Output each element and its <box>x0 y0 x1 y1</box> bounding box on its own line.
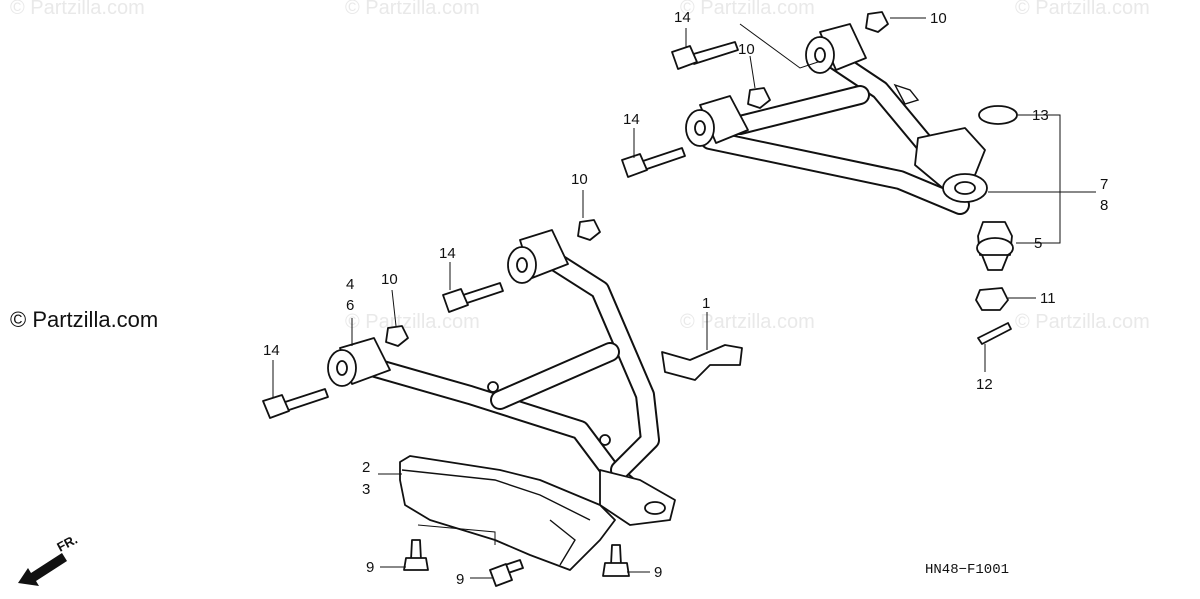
lower-arm-front-bushing <box>327 337 391 387</box>
callout-10: 10 <box>381 271 398 288</box>
bracket-part <box>661 344 743 381</box>
arm-guard <box>399 455 616 571</box>
callout-3: 3 <box>362 481 370 498</box>
bolt-14-d <box>262 388 329 419</box>
diagram-code: HN48−F1001 <box>925 562 1009 578</box>
leader-lines <box>272 17 1096 579</box>
ball-joint <box>976 221 1014 271</box>
brand-copyright: © Partzilla.com <box>10 307 158 332</box>
callout-12: 12 <box>976 376 993 393</box>
callout-2: 2 <box>362 459 370 476</box>
castle-nut <box>975 287 1009 311</box>
watermark-text: © Partzilla.com <box>680 0 815 19</box>
lower-arm <box>327 229 676 526</box>
upper-arm <box>685 23 988 215</box>
bolt-14-b <box>621 147 686 178</box>
watermark-text: © Partzilla.com <box>1015 311 1150 333</box>
callout-9: 9 <box>654 564 662 581</box>
nut-10 <box>385 11 889 347</box>
callout-1: 1 <box>702 295 710 312</box>
callout-8: 8 <box>1100 197 1108 214</box>
front-direction-arrow: FR. <box>18 532 80 586</box>
bolt-14-a <box>671 41 739 70</box>
callout-9: 9 <box>366 559 374 576</box>
watermark-layer: © Partzilla.com © Partzilla.com © Partzi… <box>10 0 1150 333</box>
callout-6: 6 <box>346 297 354 314</box>
callout-5: 5 <box>1034 235 1042 252</box>
watermark-text: © Partzilla.com <box>345 311 480 333</box>
direction-label: FR. <box>54 532 80 555</box>
watermark-text: © Partzilla.com <box>10 0 145 19</box>
callout-10: 10 <box>738 41 755 58</box>
lower-arm-rear-bushing <box>507 229 569 284</box>
callout-9: 9 <box>456 571 464 588</box>
upper-arm-front-bushing <box>685 95 749 147</box>
callout-13: 13 <box>1032 107 1049 124</box>
screw-9 <box>403 539 630 587</box>
callout-14: 14 <box>674 9 691 26</box>
callout-14: 14 <box>439 245 456 262</box>
circlip <box>978 105 1018 125</box>
callout-7: 7 <box>1100 176 1108 193</box>
callout-10: 10 <box>571 171 588 188</box>
callouts: 14 10 10 14 13 7 8 5 11 12 10 14 4 6 10 … <box>263 9 1108 588</box>
watermark-text: © Partzilla.com <box>680 311 815 333</box>
callout-11: 11 <box>1040 290 1056 307</box>
cotter-pin <box>977 322 1012 345</box>
watermark-text: © Partzilla.com <box>1015 0 1150 19</box>
bolt-14-c <box>442 282 504 313</box>
callout-4: 4 <box>346 276 354 293</box>
callout-14: 14 <box>263 342 280 359</box>
watermark-text: © Partzilla.com <box>345 0 480 19</box>
callout-14: 14 <box>623 111 640 128</box>
callout-10: 10 <box>930 10 947 27</box>
